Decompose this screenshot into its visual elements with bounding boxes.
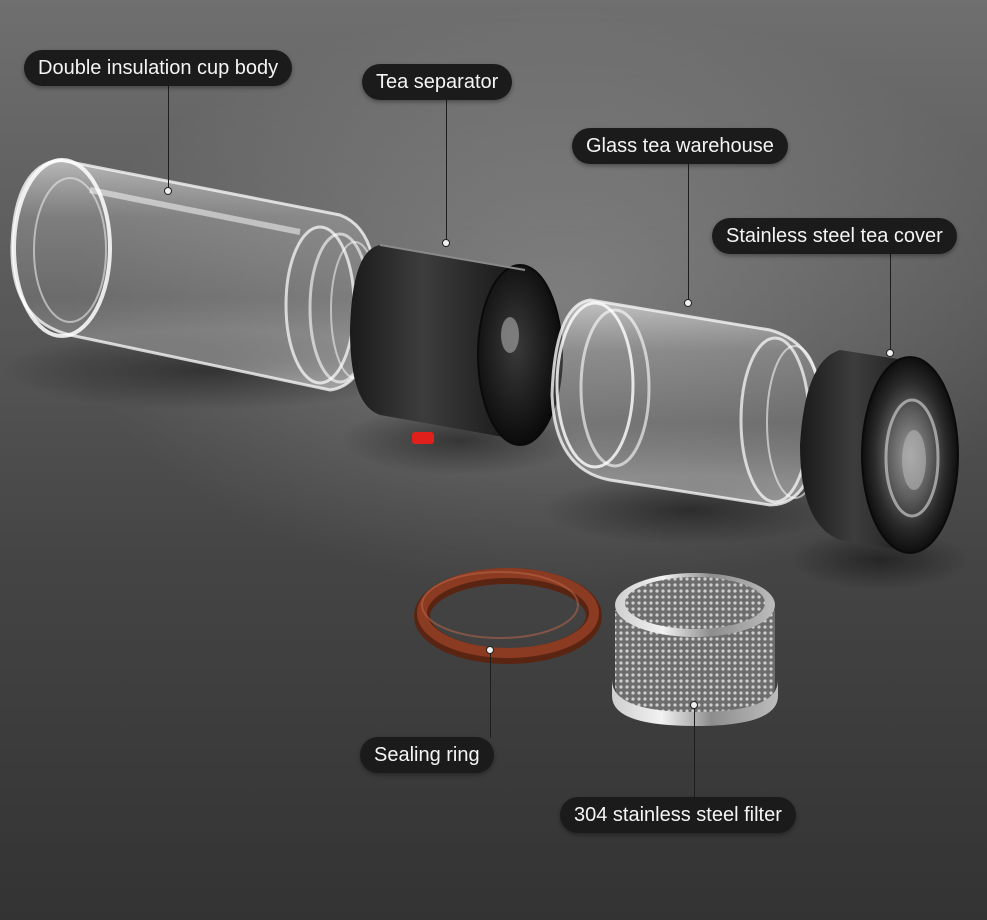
steel-cover-graphic — [800, 350, 959, 554]
leader-tea-separator — [446, 100, 447, 242]
leader-glass-warehouse — [688, 164, 689, 302]
leader-sealing-ring — [490, 650, 491, 738]
marker-cup-body — [165, 188, 171, 194]
label-cup-body: Double insulation cup body — [24, 50, 293, 86]
marker-steel-filter — [691, 702, 697, 708]
marker-tea-separator — [443, 240, 449, 246]
marker-sealing-ring — [487, 647, 493, 653]
glass-warehouse-graphic — [550, 298, 824, 507]
label-sealing-ring: Sealing ring — [360, 737, 494, 773]
tea-separator-graphic — [350, 244, 563, 446]
leader-steel-cover — [890, 254, 891, 352]
label-tea-separator: Tea separator — [362, 64, 513, 100]
label-steel-filter: 304 stainless steel filter — [560, 797, 796, 833]
sealing-ring-graphic — [414, 568, 602, 664]
marker-steel-cover — [887, 350, 893, 356]
steel-filter-graphic — [612, 573, 778, 726]
leader-cup-body — [168, 86, 169, 190]
label-glass-warehouse: Glass tea warehouse — [572, 128, 788, 164]
label-steel-cover: Stainless steel tea cover — [712, 218, 957, 254]
leader-steel-filter — [694, 705, 695, 797]
marker-glass-warehouse — [685, 300, 691, 306]
